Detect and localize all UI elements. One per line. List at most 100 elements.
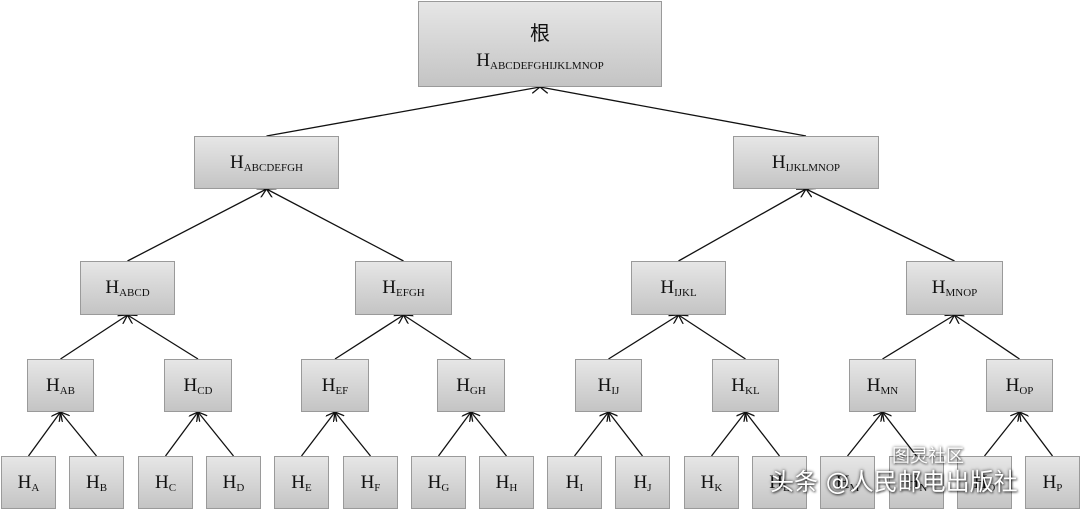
tree-edges (27, 87, 1054, 457)
hash-node-ijkl: HIJKL (631, 261, 726, 315)
hash-node-efgh: HEFGH (355, 261, 452, 315)
hash-subscript: C (168, 481, 177, 494)
hash-symbol: H (731, 374, 746, 396)
hash-label: HE (291, 472, 311, 494)
hash-subscript: P (1056, 481, 1063, 494)
hash-symbol: H (1042, 471, 1057, 493)
hash-label: HO (974, 472, 996, 494)
hash-subscript: D (236, 481, 245, 494)
hash-subscript: KL (745, 384, 760, 397)
hash-node-j: HJ (615, 456, 670, 509)
hash-subscript: J (647, 481, 652, 494)
hash-label: HF (361, 472, 381, 494)
hash-subscript: K (714, 481, 723, 494)
hash-node-o: HO (957, 456, 1012, 509)
hash-subscript: EFGH (396, 287, 425, 299)
hash-label: HMN (867, 375, 898, 397)
hash-subscript: G (441, 481, 450, 494)
hash-subscript: GH (469, 384, 486, 397)
hash-node-abcd: HABCD (80, 261, 175, 315)
hash-label: HL (769, 472, 789, 494)
hash-subscript: IJKL (674, 287, 697, 299)
edge-arrow (27, 412, 61, 457)
hash-symbol: H (905, 471, 920, 493)
hash-symbol: H (476, 49, 491, 71)
hash-subscript: ABCDEFGHIJKLMNOP (490, 59, 604, 72)
hash-node-m: HM (820, 456, 875, 509)
hash-node-gh: HGH (437, 359, 505, 412)
edge-arrow (883, 412, 918, 457)
hash-symbol: H (183, 374, 198, 396)
hash-symbol: H (17, 471, 32, 493)
hash-label: HC (155, 472, 176, 494)
hash-node-op: HOP (986, 359, 1053, 412)
hash-symbol: H (45, 374, 60, 396)
hash-label: HH (496, 472, 518, 494)
edge-arrow (608, 315, 679, 360)
hash-node-p: HP (1025, 456, 1080, 509)
hash-symbol: H (229, 151, 244, 173)
hash-node-ef: HEF (301, 359, 369, 412)
hash-symbol: H (154, 471, 169, 493)
hash-label: HIJKL (660, 277, 696, 299)
hash-node-a: HA (1, 456, 56, 509)
hash-subscript: IJ (611, 384, 620, 397)
hash-label: HJ (633, 472, 651, 494)
hash-node-ij: HIJ (575, 359, 642, 412)
hash-node-e: HE (274, 456, 329, 509)
hash-label: HG (428, 472, 450, 494)
hash-label: HABCDEFGH (230, 152, 303, 174)
hash-node-c: HC (138, 456, 193, 509)
hash-subscript: O (987, 481, 996, 494)
edge-arrow (882, 315, 955, 360)
hash-label: HM (836, 472, 860, 494)
hash-label: HI (566, 472, 583, 494)
hash-subscript: ABCD (119, 287, 150, 299)
hash-symbol: H (1005, 374, 1020, 396)
hash-node-n: HN (889, 456, 944, 509)
hash-symbol: H (769, 471, 783, 493)
hash-node-f: HF (343, 456, 398, 509)
edge-arrow (679, 315, 746, 360)
edge-arrow (266, 87, 541, 137)
hash-label: HP (1043, 472, 1063, 494)
hash-subscript: I (579, 481, 584, 494)
edge-arrow (573, 412, 609, 457)
hash-subscript: F (374, 481, 381, 494)
edge-arrow (128, 315, 199, 360)
hash-node-kl: HKL (712, 359, 779, 412)
hash-node-l: HL (752, 456, 807, 509)
hash-label: HIJKLMNOP (772, 152, 840, 174)
hash-node-k: HK (684, 456, 739, 509)
edge-arrow (127, 189, 267, 262)
hash-subscript: H (509, 481, 518, 494)
hash-label: HAB (46, 375, 75, 397)
hash-subscript: N (919, 481, 928, 494)
edge-arrow (267, 189, 404, 262)
edge-arrow (471, 412, 508, 457)
hash-subscript: MNOP (945, 287, 978, 299)
hash-subscript: M (849, 481, 860, 494)
edge-arrow (983, 412, 1020, 457)
hash-symbol: H (222, 471, 237, 493)
hash-symbol: H (633, 471, 648, 493)
hash-symbol: H (85, 471, 100, 493)
hash-label: HKL (731, 375, 759, 397)
hash-subscript: E (305, 481, 312, 494)
watermark-primary: 头条 @人民邮电出版社 (770, 468, 1018, 496)
hash-subscript: EF (335, 384, 349, 397)
edge-arrow (334, 315, 404, 360)
hash-symbol: H (660, 277, 675, 298)
hash-symbol: H (321, 374, 336, 396)
hash-symbol: H (973, 471, 988, 493)
hash-node-d: HD (206, 456, 261, 509)
edge-arrow (540, 87, 807, 137)
hash-node-mn: HMN (849, 359, 916, 412)
hash-label: HABCDEFGHIJKLMNOP (476, 50, 603, 72)
edge-arrow (710, 412, 746, 457)
hash-label: HK (701, 472, 723, 494)
hash-subscript: OP (1019, 384, 1034, 397)
hash-symbol: H (105, 277, 120, 298)
edge-arrow (198, 412, 235, 457)
